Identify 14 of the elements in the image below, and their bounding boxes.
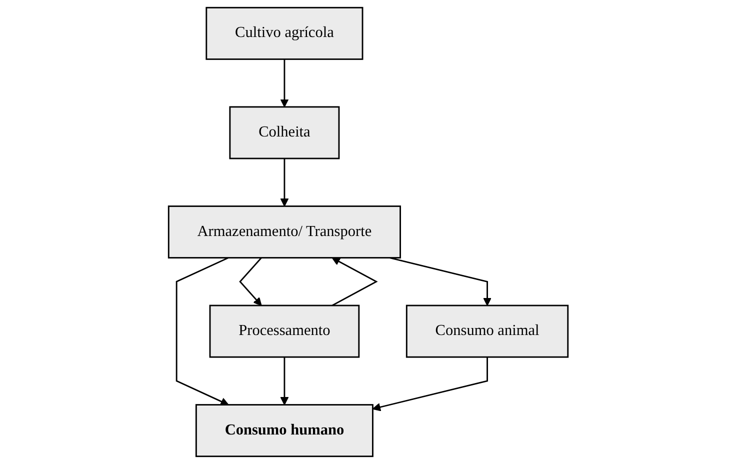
node-box: Processamento bbox=[210, 304, 360, 358]
node-box: Armazenamento/ Transporte bbox=[168, 206, 402, 258]
arrow bbox=[239, 257, 262, 306]
node-box: Cultivo agrícola bbox=[206, 6, 364, 60]
arrow bbox=[390, 257, 492, 306]
arrow bbox=[280, 357, 289, 406]
arrow bbox=[280, 158, 289, 207]
node-box: Colheita bbox=[229, 106, 340, 160]
node-box: Consumo humano bbox=[196, 404, 374, 458]
arrow bbox=[332, 257, 378, 306]
arrow bbox=[280, 59, 289, 108]
node-box: Consumo animal bbox=[406, 304, 569, 358]
arrow bbox=[372, 357, 488, 412]
arrow bbox=[176, 257, 230, 406]
